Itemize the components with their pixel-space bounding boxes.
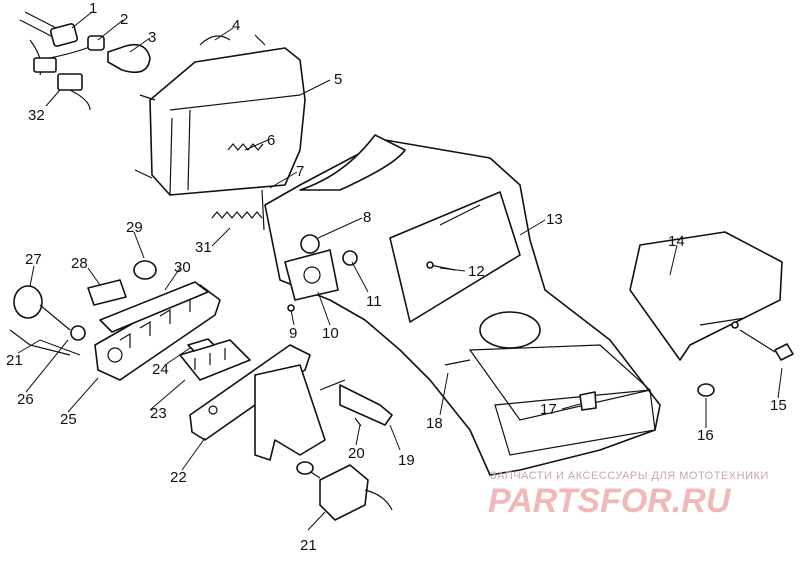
watermark-logo: PARTSFOR.RU bbox=[488, 482, 732, 520]
callout-24: 24 bbox=[152, 361, 169, 378]
callout-29: 29 bbox=[126, 219, 143, 236]
callout-labels: 1 2 3 4 5 6 7 8 9 10 11 12 13 14 15 16 1… bbox=[6, 0, 787, 554]
mounting-bracket bbox=[189, 344, 326, 461]
callout-18: 18 bbox=[426, 415, 443, 432]
callout-32: 32 bbox=[28, 107, 45, 124]
fastener-parts bbox=[579, 329, 794, 411]
callout-15: 15 bbox=[770, 397, 787, 414]
callout-7: 7 bbox=[296, 163, 304, 180]
bulb-socket bbox=[87, 35, 105, 51]
callout-30: 30 bbox=[174, 259, 191, 276]
headlight-housing bbox=[134, 34, 306, 196]
terminal-block bbox=[179, 338, 251, 381]
watermark: ЗАПЧАСТИ И АКСЕССУАРЫ ДЛЯ МОТОТЕХНИКИ PA… bbox=[488, 470, 769, 520]
callout-5: 5 bbox=[334, 71, 342, 88]
callout-16: 16 bbox=[697, 427, 714, 444]
callout-27: 27 bbox=[25, 251, 42, 268]
callout-1: 1 bbox=[89, 0, 97, 17]
callout-23: 23 bbox=[150, 405, 167, 422]
callout-3: 3 bbox=[148, 29, 156, 46]
callout-11: 11 bbox=[366, 293, 382, 310]
callout-10: 10 bbox=[322, 325, 339, 342]
callout-8: 8 bbox=[363, 209, 371, 226]
callout-21-upper: 21 bbox=[6, 352, 23, 369]
headlight-wiring bbox=[19, 11, 96, 111]
callout-14: 14 bbox=[668, 233, 685, 250]
side-cover bbox=[629, 231, 783, 361]
callout-28: 28 bbox=[71, 255, 88, 272]
headlight-bulb bbox=[107, 43, 151, 74]
callout-9: 9 bbox=[289, 325, 297, 342]
callout-26: 26 bbox=[17, 391, 34, 408]
callout-31: 31 bbox=[195, 239, 212, 256]
callout-19: 19 bbox=[398, 452, 415, 469]
watermark-tagline: ЗАПЧАСТИ И АКСЕССУАРЫ ДЛЯ МОТОТЕХНИКИ bbox=[490, 470, 769, 482]
toggle-switch bbox=[319, 379, 393, 427]
callout-21-lower: 21 bbox=[300, 537, 317, 554]
callout-13: 13 bbox=[546, 211, 563, 228]
rear-connector bbox=[296, 461, 393, 521]
springs bbox=[211, 143, 264, 219]
callout-25: 25 bbox=[60, 411, 77, 428]
hood-panel bbox=[264, 134, 661, 476]
callout-12: 12 bbox=[468, 263, 485, 280]
leader-lines bbox=[17, 11, 783, 531]
callout-4: 4 bbox=[232, 17, 240, 34]
callout-17: 17 bbox=[540, 401, 557, 418]
label-plate bbox=[87, 279, 209, 333]
callout-6: 6 bbox=[267, 132, 275, 149]
callout-20: 20 bbox=[348, 445, 365, 462]
switch-knobs bbox=[9, 260, 157, 356]
callout-22: 22 bbox=[170, 469, 187, 486]
callout-2: 2 bbox=[120, 11, 128, 28]
